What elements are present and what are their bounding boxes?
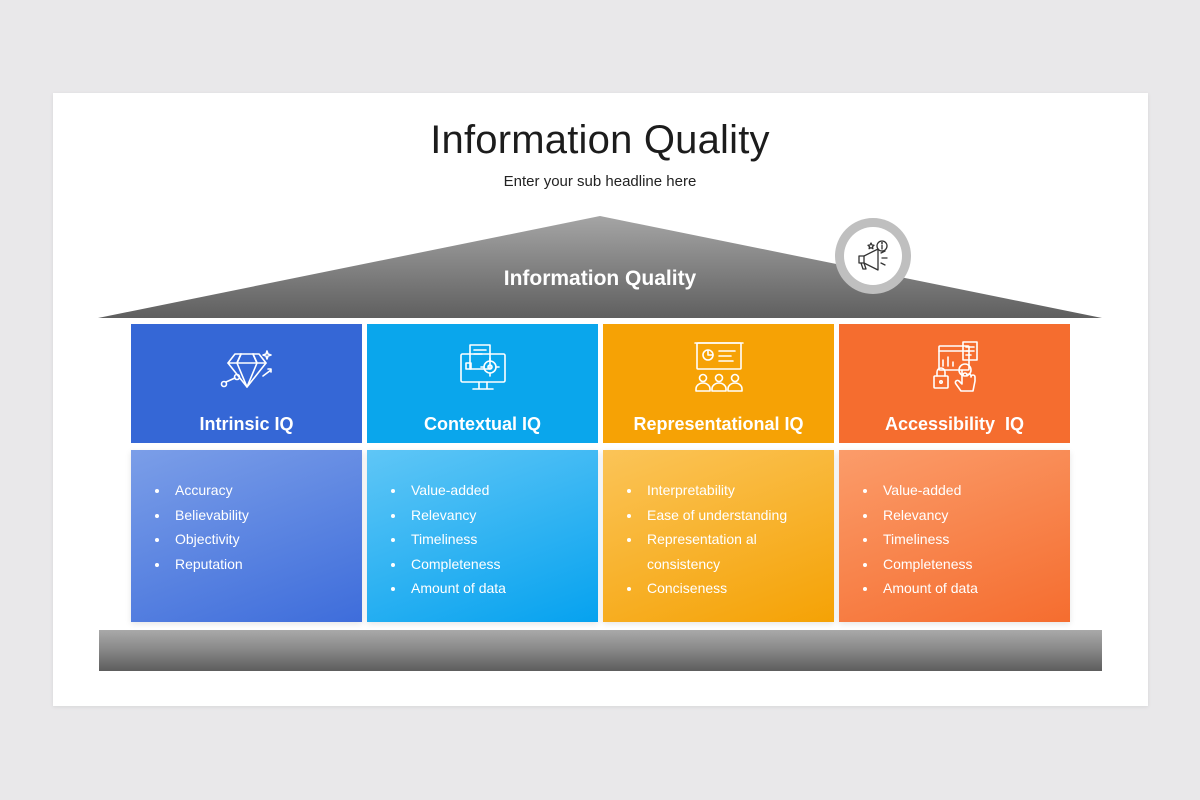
presentation-audience-icon [693,342,744,392]
roof-label: Information Quality [503,267,697,290]
list-item: Representation al [625,527,824,552]
pillar-icon-wrap [839,340,1070,396]
list-item: Reputation [153,552,352,577]
pillar-label: Representational IQ [633,414,804,434]
list-item: Completeness [861,552,1060,577]
pillar-list: Value-added Relevancy Timeliness Complet… [861,478,1060,601]
secure-access-touch-icon [932,341,978,392]
pillar-body-accessibility: Value-added Relevancy Timeliness Complet… [839,450,1070,622]
list-item: Value-added [389,478,588,503]
roof-triangle [98,216,1102,318]
list-item: Objectivity [153,527,352,552]
pillar-body-contextual: Value-added Relevancy Timeliness Complet… [367,450,598,622]
megaphone-info-icon [858,240,888,271]
pillar-list: Value-added Relevancy Timeliness Complet… [389,478,588,601]
info-badge-inner [844,227,902,285]
slide-title: Information Quality [430,118,770,162]
pillar-icon-wrap [367,340,598,396]
list-item: Timeliness [861,527,1060,552]
pillar-list: Interpretability Ease of understanding R… [625,478,824,601]
pillar-icon-wrap [131,340,362,396]
pillar-head-contextual: Contextual IQ [367,324,598,443]
diamond-growth-icon [220,350,272,388]
list-item: Accuracy [153,478,352,503]
pillar-head-intrinsic: Intrinsic IQ [131,324,362,443]
pillar-icon-wrap [603,340,834,396]
pillar-label: Accessibility IQ [884,414,1025,434]
foundation-base [99,630,1102,671]
list-item: Relevancy [389,503,588,528]
pillar-list: Accuracy Believability Objectivity Reput… [153,478,352,576]
list-item: Conciseness [625,576,824,601]
monitor-target-icon [459,344,506,390]
pillar-body-representational: Interpretability Ease of understanding R… [603,450,834,622]
pillar-body-intrinsic: Accuracy Believability Objectivity Reput… [131,450,362,622]
list-item: Believability [153,503,352,528]
slide-subtitle: Enter your sub headline here [503,173,697,190]
list-item: Value-added [861,478,1060,503]
pillar-head-accessibility: Accessibility IQ [839,324,1070,443]
list-item: Ease of understanding [625,503,824,528]
list-item: Completeness [389,552,588,577]
list-item: Timeliness [389,527,588,552]
list-item: Amount of data [389,576,588,601]
info-badge [835,218,911,294]
pillar-head-representational: Representational IQ [603,324,834,443]
list-item: consistency [647,555,721,572]
list-item: Relevancy [861,503,1060,528]
pillar-label: Intrinsic IQ [199,414,294,434]
list-item: Amount of data [861,576,1060,601]
pillar-label: Contextual IQ [423,414,541,434]
list-item: Interpretability [625,478,824,503]
